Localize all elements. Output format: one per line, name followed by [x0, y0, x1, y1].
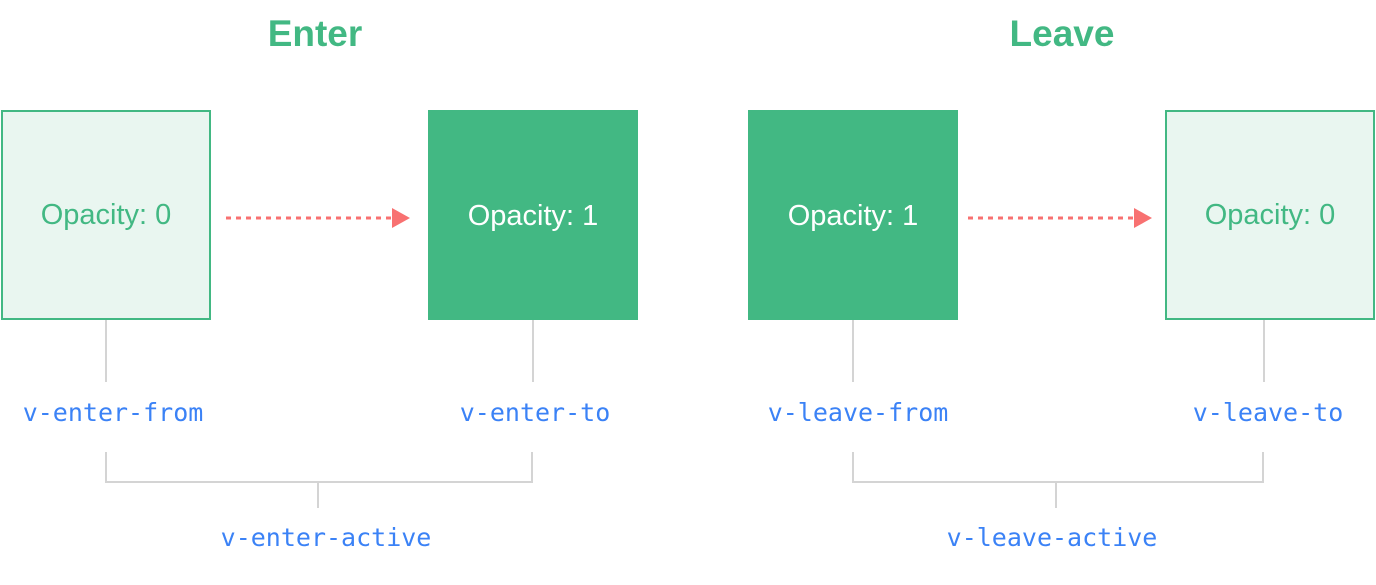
enter-from-opacity-label: Opacity: 0 [40, 198, 172, 231]
leave-to-class-label: v-leave-to [1192, 398, 1344, 427]
enter-to-opacity-label: Opacity: 1 [467, 199, 599, 232]
leave-from-opacity-label: Opacity: 1 [787, 199, 919, 232]
leave-from-class-label: v-leave-from [767, 398, 949, 427]
leave-to-opacity-label: Opacity: 0 [1204, 198, 1336, 231]
enter-to-box: Opacity: 1 [428, 110, 638, 320]
leave-active-bracket [852, 452, 1264, 483]
enter-active-class-label: v-enter-active [220, 523, 432, 552]
leave-from-box: Opacity: 1 [748, 110, 958, 320]
leave-to-box: Opacity: 0 [1165, 110, 1375, 320]
enter-from-box: Opacity: 0 [1, 110, 211, 320]
enter-from-class-label: v-enter-from [22, 398, 204, 427]
leave-active-class-label: v-leave-active [946, 523, 1158, 552]
enter-arrow [226, 208, 410, 228]
leave-arrow [968, 208, 1152, 228]
enter-title: Enter [267, 13, 363, 54]
enter-to-class-label: v-enter-to [459, 398, 611, 427]
leave-title: Leave [1009, 13, 1115, 54]
enter-active-bracket [105, 452, 533, 483]
